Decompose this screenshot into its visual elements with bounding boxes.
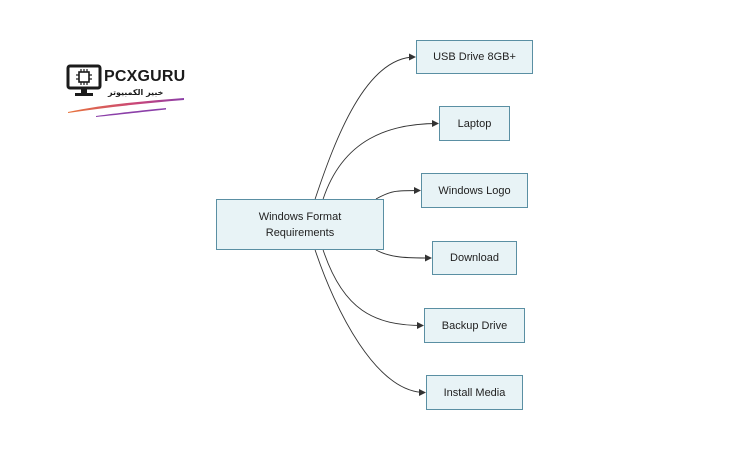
edge-windows-logo <box>375 187 421 200</box>
node-usb-drive: USB Drive 8GB+ <box>416 40 533 74</box>
edge-usb-drive <box>314 53 416 200</box>
logo: PCXGURU خبير الكمبيوتر <box>66 64 190 118</box>
node-backup-drive-label: Backup Drive <box>441 319 508 332</box>
node-usb-drive-label: USB Drive 8GB+ <box>433 51 516 63</box>
node-install-media: Install Media <box>426 375 523 410</box>
root-node: Windows Format Requirements <box>216 199 384 250</box>
edge-install-media <box>314 249 426 396</box>
node-windows-logo: Windows Logo <box>421 173 528 208</box>
node-backup-drive: Backup Drive <box>424 308 525 343</box>
edge-download <box>375 249 432 262</box>
edge-laptop <box>322 120 439 200</box>
node-install-media-label: Install Media <box>443 386 506 399</box>
root-node-label: Windows Format Requirements <box>258 210 342 239</box>
node-windows-logo-label: Windows Logo <box>438 184 511 197</box>
logo-swoosh <box>68 98 184 117</box>
edge-backup-drive <box>322 249 424 329</box>
node-laptop-label: Laptop <box>457 117 492 130</box>
monitor-chip-icon <box>66 64 102 96</box>
logo-tagline: خبير الكمبيوتر <box>108 88 164 97</box>
node-download: Download <box>432 241 517 275</box>
node-laptop: Laptop <box>439 106 510 141</box>
logo-brand: PCXGURU <box>104 68 186 85</box>
node-download-label: Download <box>450 252 499 264</box>
